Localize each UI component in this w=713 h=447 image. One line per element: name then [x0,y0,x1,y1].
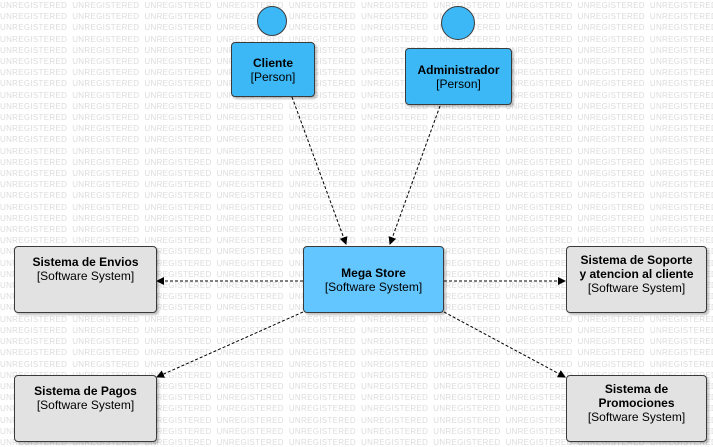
system-soporte[interactable]: Sistema de Soporte y atencion al cliente… [566,246,707,313]
link-cliente-to-megastore [291,96,348,245]
person-cliente-name: Cliente [252,55,293,70]
link-megastore-to-promociones [443,311,566,378]
link-administrador-to-megastore [388,105,441,245]
person-administrador[interactable]: Administrador [Person] [405,48,512,105]
person-cliente-stereotype: [Person] [250,69,296,84]
link-megastore-to-pagos [156,311,304,378]
system-soporte-name-line2: y atencion al cliente [579,267,694,281]
person-cliente[interactable]: Cliente [Person] [231,42,315,97]
system-soporte-name-line1: Sistema de Soporte [580,253,693,267]
person-administrador-stereotype: [Person] [436,76,481,91]
person-head-icon [257,6,287,36]
system-mega-store[interactable]: Mega Store [Software System] [303,246,444,313]
system-envios[interactable]: Sistema de Envios [Software System] [14,246,157,313]
person-head-icon [441,6,475,40]
system-soporte-stereotype: [Software System] [587,281,686,295]
system-mega-store-stereotype: [Software System] [324,279,423,294]
system-promociones-stereotype: [Software System] [587,410,686,424]
system-pagos[interactable]: Sistema de Pagos [Software System] [14,375,157,442]
system-promociones-name-line1: Sistema de [604,382,669,396]
system-mega-store-name: Mega Store [341,265,406,280]
system-envios-name: Sistema de Envios [32,255,139,269]
system-envios-stereotype: [Software System] [36,269,135,283]
system-promociones[interactable]: Sistema de Promociones [Software System] [566,375,707,442]
person-administrador-name: Administrador [417,62,500,77]
system-pagos-stereotype: [Software System] [36,398,135,412]
system-pagos-name: Sistema de Pagos [34,384,137,398]
system-promociones-name-line2: Promociones [598,396,675,410]
